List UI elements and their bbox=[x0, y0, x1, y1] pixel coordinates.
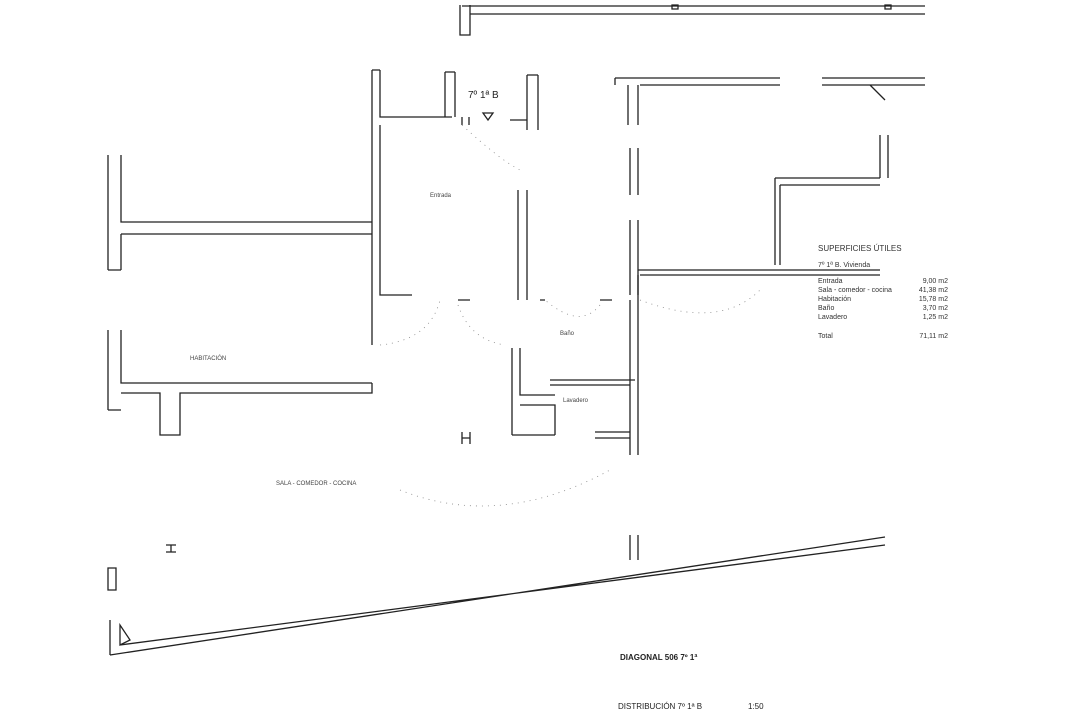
room-label-lavadero: Lavadero bbox=[563, 398, 589, 404]
drawing-title: DISTRIBUCIÓN 7º 1ª B bbox=[618, 702, 703, 711]
surface-name: Habitación bbox=[818, 296, 852, 303]
surfaces-title: SUPERFICIES ÚTILES bbox=[818, 244, 902, 253]
surfaces-subtitle: 7º 1ª B. Vivienda bbox=[818, 262, 871, 269]
room-label-bano: Baño bbox=[560, 331, 575, 337]
room-label-habitacion: HABITACIÓN bbox=[190, 356, 227, 362]
surface-row: Baño 3,70 m2 bbox=[818, 304, 948, 313]
surface-row: Sala - comedor - cocina 41,38 m2 bbox=[818, 286, 948, 295]
surface-area: 9,00 m2 bbox=[922, 278, 948, 285]
surface-row: Entrada 9,00 m2 bbox=[818, 277, 948, 286]
total-label: Total bbox=[818, 333, 833, 340]
project-title: DIAGONAL 506 7º 1ª bbox=[620, 653, 698, 662]
surface-area: 41,38 m2 bbox=[918, 287, 948, 294]
surface-row: Lavadero 1,25 m2 bbox=[818, 313, 948, 322]
room-label-entrada: Entrada bbox=[430, 193, 452, 199]
surfaces-table: SUPERFICIES ÚTILES 7º 1ª B. Vivienda Ent… bbox=[818, 244, 948, 341]
room-label-sala: SALA - COMEDOR - COCINA bbox=[276, 481, 357, 487]
drawing-scale: 1:50 bbox=[748, 702, 764, 711]
surface-name: Lavadero bbox=[818, 314, 848, 321]
unit-label: 7º 1ª B bbox=[468, 90, 499, 101]
surface-name: Entrada bbox=[818, 278, 843, 285]
surface-area: 15,78 m2 bbox=[918, 296, 948, 303]
surface-area: 3,70 m2 bbox=[922, 305, 948, 312]
surface-name: Baño bbox=[818, 305, 835, 312]
surface-total-row: Total 71,11 m2 bbox=[818, 332, 948, 341]
surface-area: 1,25 m2 bbox=[922, 314, 948, 321]
surface-row: Habitación 15,78 m2 bbox=[818, 295, 948, 304]
surface-name: Sala - comedor - cocina bbox=[818, 287, 892, 294]
total-area: 71,11 m2 bbox=[919, 333, 948, 340]
